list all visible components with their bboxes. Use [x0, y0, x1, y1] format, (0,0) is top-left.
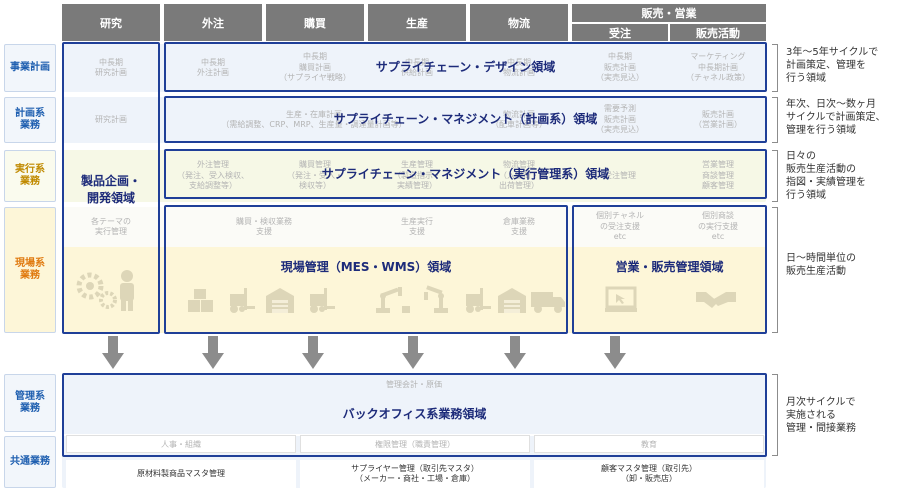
forklift-icon: [226, 286, 256, 314]
robot-arm-icon: [420, 284, 456, 314]
brace-kanri: [772, 374, 778, 456]
down-arrow-icon: [504, 336, 526, 374]
domain-back-office-title: バックオフィス系業務領域: [342, 406, 487, 421]
cell-jigyo-hanbai: マーケティング 中長期計画 （チャネル政策）: [686, 52, 750, 83]
down-arrow-icon: [402, 336, 424, 374]
row-label-jigyo: 事業計画: [4, 44, 56, 92]
domain-scm-planning: サプライチェーン・マネジメント（計画系）領域: [164, 96, 767, 143]
robot-arm-icon: [372, 284, 412, 314]
cell-jikko-seisan: 生産管理 （製造指示・ 実績管理）: [393, 160, 441, 191]
col-header-kenkyu: 研究: [62, 4, 160, 41]
row-label-kyotsu: 共通業務: [4, 436, 56, 488]
note-jigyo: 3年～5年サイクルで 計画策定、管理を 行う領域: [786, 47, 879, 84]
cell-keikaku-juchu: 需要予測 販売計画 （実売見込）: [596, 104, 644, 135]
handshake-icon: [696, 288, 736, 312]
down-arrow-icon: [302, 336, 324, 374]
col-header-gaichu: 外注: [164, 4, 262, 41]
col-header-seisan: 生産: [368, 4, 466, 41]
cell-management-accounting: 管理会計・原価: [386, 379, 442, 389]
domain-back-office: [62, 373, 767, 457]
row-label-kanri: 管理系 業務: [4, 374, 56, 432]
band-kanri: [62, 374, 766, 434]
boxes-icon: [186, 288, 216, 314]
cell-jigyo-butsuryu: 中長期 物流計画: [503, 57, 535, 77]
brace-jikko: [772, 150, 778, 202]
gear-person-icon: [72, 262, 142, 312]
cell-keikaku-seisan: 生産・在庫計画 （需給調整、CRP、MRP、生産量・調達量計画等）: [221, 109, 407, 129]
cell-keikaku-hanbai: 販売計画 （営業計画）: [694, 109, 742, 129]
cell-genba-butsuryu: 倉庫業務 支援: [503, 216, 535, 236]
cell-hr: 人事・組織: [66, 435, 296, 453]
domain-field-management: [164, 205, 568, 334]
domain-supply-chain-design: サプライチェーン・デザイン領域: [164, 42, 767, 92]
cell-keikaku-butsuryu: 物流計画 （配車計画等）: [491, 109, 547, 129]
col-header-kobai: 購買: [266, 4, 364, 41]
cell-education: 教育: [534, 435, 764, 453]
truck-icon: [530, 288, 566, 314]
computer-icon: [604, 286, 638, 314]
down-arrow-icon: [102, 336, 124, 374]
cell-jikko-gaichu: 外注管理 （発注、受入検収、 支給調整等）: [177, 160, 249, 191]
brace-genba: [772, 207, 778, 333]
col-header-juchu: 受注: [572, 24, 668, 41]
domain-field-management-title: 現場管理（MES・WMS）領域: [280, 259, 452, 274]
cell-jikko-juchu: 受注管理: [604, 170, 636, 180]
domain-scm-execution: サプライチェーン・マネジメント（実行管理系）領域: [164, 149, 767, 199]
note-jikko: 日々の 販売生産活動の 指図・実績管理を 行う領域: [786, 151, 866, 201]
domain-product-planning: 製品企画・ 開発領域: [62, 42, 160, 334]
cell-material-master: 原材料製商品マスタ管理: [66, 460, 296, 488]
cell-jigyo-seisan: 中長期 供給計画: [401, 57, 433, 77]
cell-jigyo-juchu: 中長期 販売計画 （実売見込）: [596, 52, 644, 83]
cell-supplier-master: サプライヤー管理（取引先マスタ） （メーカー・商社・工場・倉庫）: [300, 460, 530, 488]
cell-genba-kenkyu: 各テーマの 実行管理: [91, 216, 131, 236]
col-header-hanbai-katsudo: 販売活動: [670, 24, 766, 41]
down-arrow-icon: [202, 336, 224, 374]
row-label-jikko: 実行系 業務: [4, 150, 56, 202]
cell-authority: 権限管理（職責管理）: [300, 435, 530, 453]
cell-jigyo-kenkyu: 中長期 研究計画: [95, 57, 127, 77]
brace-keikaku: [772, 97, 778, 143]
cell-jikko-hanbai: 営業管理 商談管理 顧客管理: [702, 160, 734, 191]
cell-jikko-butsuryu: 物流管理 （入出荷・ 出荷管理）: [499, 160, 539, 191]
forklift-icon: [462, 286, 492, 314]
domain-sales-management: [572, 205, 767, 334]
row-label-genba: 現場系 業務: [4, 207, 56, 333]
cell-keikaku-kenkyu: 研究計画: [95, 114, 127, 124]
band-genba-top: [62, 207, 766, 247]
band-keikaku: [62, 97, 766, 143]
cell-genba-juchu: 個別チャネル の受注支援 etc: [596, 211, 644, 242]
forklift-icon: [306, 286, 336, 314]
brace-jigyo: [772, 44, 778, 92]
cell-jikko-kobai: 購買管理 （発注・受入・ 検収等）: [287, 160, 343, 191]
cell-genba-kobai: 購買・検収業務 支援: [236, 216, 292, 236]
warehouse-icon: [264, 286, 296, 314]
note-kanri: 月次サイクルで 実施される 管理・間接業務: [786, 397, 856, 434]
note-keikaku: 年次、日次～数ヶ月 サイクルで計画策定、 管理を行う領域: [786, 99, 886, 136]
band-jigyo: [62, 44, 766, 92]
cell-jigyo-kobai: 中長期 購買計画 （サプライヤ戦略）: [279, 52, 351, 83]
note-genba: 日～時間単位の 販売生産活動: [786, 253, 856, 277]
col-header-hanbai-eigyo: 販売・営業: [572, 4, 766, 22]
cell-genba-hanbai: 個別商談 の実行支援 etc: [698, 211, 738, 242]
down-arrow-icon: [604, 336, 626, 374]
row-label-keikaku: 計画系 業務: [4, 97, 56, 143]
warehouse-icon: [496, 286, 528, 314]
band-jikko: [62, 150, 766, 202]
domain-sales-management-title: 営業・販売管理領域: [615, 259, 724, 274]
cell-customer-master: 顧客マスタ管理（取引先） （卸・販売店）: [534, 460, 764, 488]
cell-jigyo-gaichu: 中長期 外注計画: [197, 57, 229, 77]
col-header-butsuryu: 物流: [470, 4, 568, 41]
cell-genba-seisan: 生産実行 支援: [401, 216, 433, 236]
